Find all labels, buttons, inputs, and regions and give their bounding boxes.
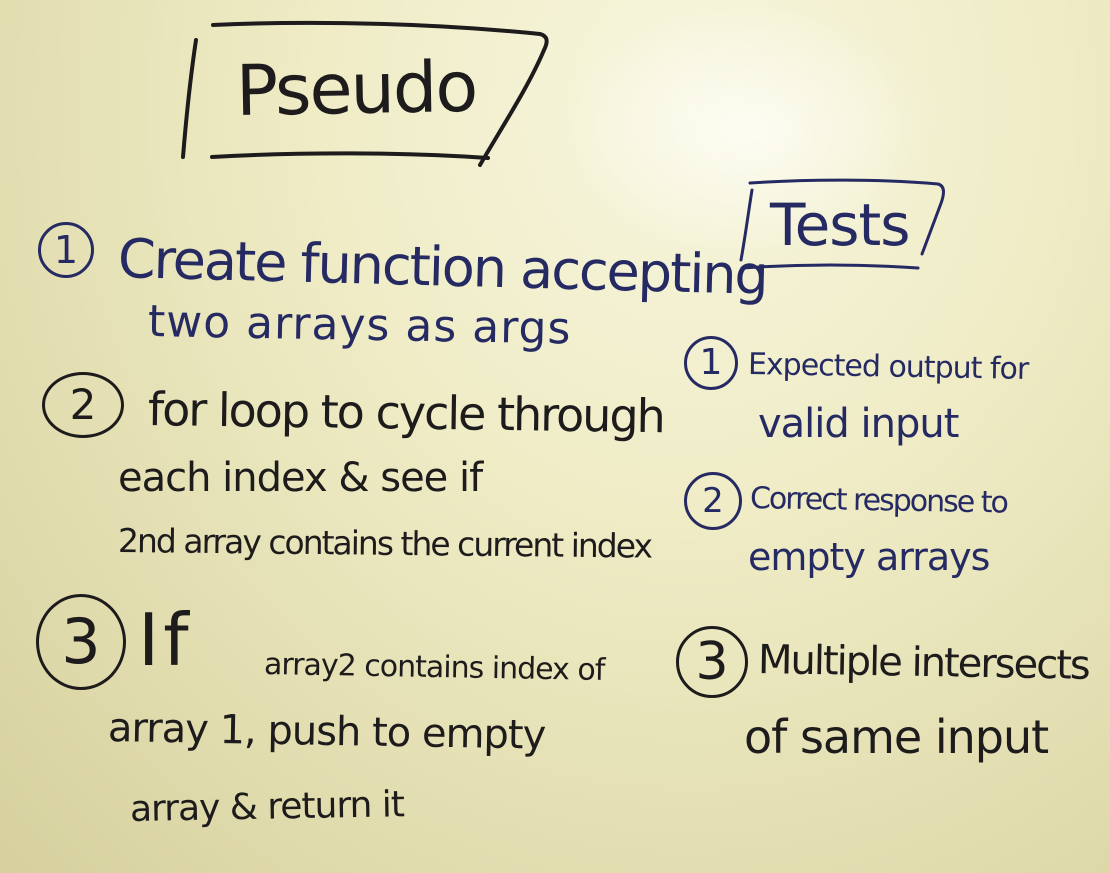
pseudo-heading: Pseudo <box>235 45 477 132</box>
pseudo-frame-left-stroke <box>181 38 198 159</box>
test-1-line-1: Expected output for <box>747 347 1029 387</box>
test-3-line-1: Multiple intersects <box>757 637 1090 689</box>
pseudo-step-3-line-3: array & return it <box>129 784 405 830</box>
tests-frame-bottom-stroke <box>740 263 920 270</box>
pseudo-step-3-number: 3 <box>36 594 126 690</box>
test-3-line-2: of same input <box>744 710 1049 764</box>
tests-frame-left-stroke <box>739 188 754 262</box>
pseudo-frame-top-stroke <box>211 20 549 52</box>
pseudo-step-3-if: If <box>138 598 193 682</box>
test-3-number: 3 <box>676 626 748 698</box>
pseudo-step-2-number: 2 <box>42 372 124 438</box>
pseudo-step-2-line-3: 2nd array contains the current index <box>117 521 652 566</box>
pseudo-step-1-line-2: two arrays as args <box>147 296 572 355</box>
pseudo-step-1-number: 1 <box>38 222 94 278</box>
pseudo-step-3-line-1: array2 contains index of <box>263 647 605 688</box>
pseudo-step-2-line-2: each index & see if <box>118 455 483 501</box>
tests-frame-right-stroke <box>920 204 942 256</box>
test-2-number: 2 <box>684 472 742 530</box>
test-1-line-2: valid input <box>758 401 959 447</box>
tests-frame-top-stroke <box>748 178 945 208</box>
pseudo-frame-right-stroke <box>478 48 546 167</box>
pseudo-step-2-line-1: for loop to cycle through <box>147 382 665 444</box>
test-1-number: 1 <box>684 336 738 390</box>
pseudo-step-1-line-1: Create function accepting <box>117 227 768 307</box>
test-2-line-2: empty arrays <box>748 535 990 579</box>
pseudo-step-3-line-2: array 1, push to empty <box>107 705 546 759</box>
test-2-line-1: Correct response to <box>749 481 1008 521</box>
pseudo-frame-bottom-stroke <box>210 151 490 160</box>
tests-heading: Tests <box>770 191 910 259</box>
